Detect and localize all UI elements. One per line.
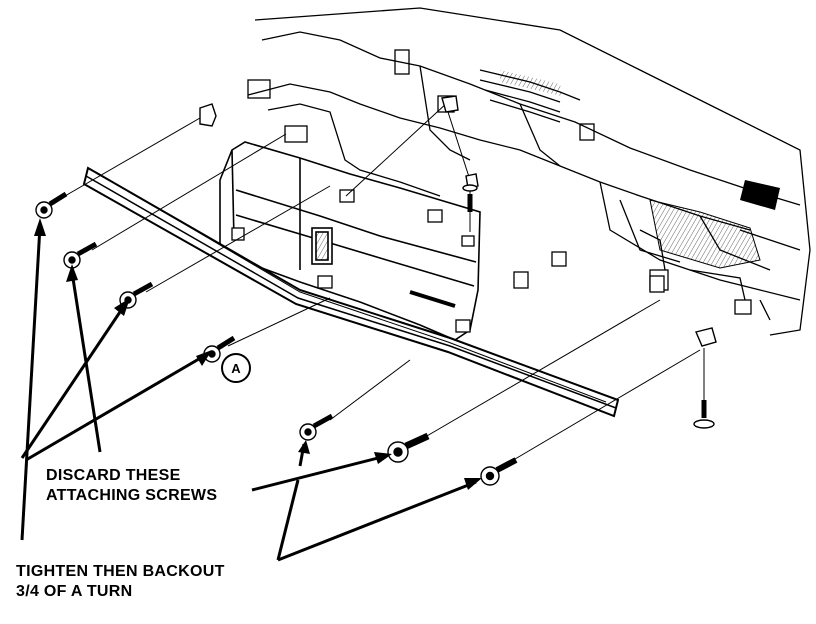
tighten-screws-label: TIGHTEN THEN BACKOUT 3/4 OF A TURN [16, 562, 225, 602]
leader-lines [57, 101, 705, 463]
screw-7 [480, 457, 518, 486]
arrowheads [34, 218, 482, 490]
screw-5 [299, 413, 334, 441]
screw-1 [35, 191, 68, 219]
discard-line-1: DISCARD THESE [46, 467, 181, 484]
screw-2 [63, 241, 98, 269]
screw-top-vertical [462, 184, 478, 212]
screw-6 [387, 432, 430, 463]
detail-marker-a: A [221, 353, 251, 383]
discard-arrows [20, 225, 477, 562]
screw-4 [203, 335, 236, 363]
tighten-line-2: 3/4 OF A TURN [16, 583, 133, 600]
discard-line-2: ATTACHING SCREWS [46, 487, 218, 504]
screw-bottom-vertical [693, 400, 715, 429]
bumper-strip [82, 166, 620, 418]
tighten-line-1: TIGHTEN THEN BACKOUT [16, 563, 225, 580]
structure-shading [500, 70, 780, 269]
discard-screws-label: DISCARD THESE ATTACHING SCREWS [46, 466, 217, 506]
detail-marker-label: A [231, 361, 241, 376]
filler-panel [219, 141, 481, 341]
push-nuts [199, 95, 717, 347]
